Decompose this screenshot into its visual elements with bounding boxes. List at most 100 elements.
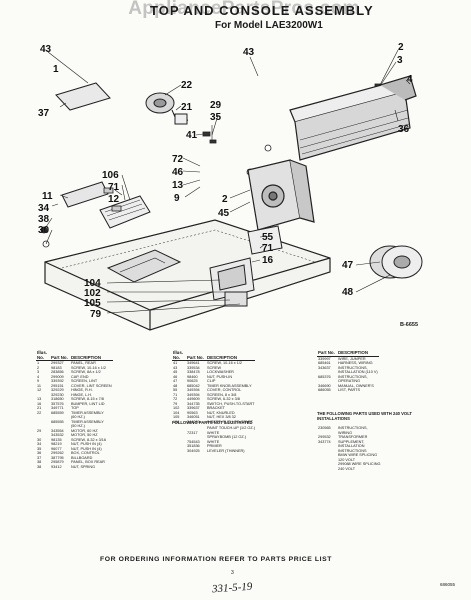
leader-lines (43, 49, 411, 314)
cell-description: PRIMER (207, 444, 222, 448)
cell-description: INSTRUCTIONS, (338, 374, 368, 379)
exploded-diagram: 43 1 37 22 21 43 41 29 35 2 3 4 36 72 46… (38, 42, 423, 331)
cell-description: WHITE (207, 430, 220, 435)
callout-36: 36 (398, 124, 410, 135)
cell-description: WIRING (338, 430, 353, 435)
cell-illus-no: 48 (173, 383, 178, 388)
cell-description: OPERATING (338, 379, 361, 383)
cell-part-no: 329230 (51, 392, 64, 397)
cell-illus-no: 79 (173, 401, 178, 406)
cell-illus-no: 105 (173, 415, 180, 419)
cell-part-no: 318650 (51, 397, 64, 401)
cell-illus-no: 37 (37, 455, 42, 460)
cell-description: SCREW, 8-32 x 3/16 (71, 437, 107, 442)
callout-13: 13 (172, 180, 184, 191)
top-panel (44, 219, 331, 331)
handwritten-note: 331-5-19 (211, 580, 253, 596)
cell-part-no: 357576 (51, 401, 64, 406)
cell-illus-no: 72 (173, 397, 178, 401)
table-row: WIRING (317, 431, 381, 436)
header-description: DESCRIPTION (337, 350, 379, 357)
cell-illus-no: 12 (37, 388, 42, 392)
cell-illus-no: 11 (37, 383, 41, 388)
cell-description: BMW WIRE SPLICING (338, 453, 378, 457)
callout-55: 55 (262, 232, 274, 243)
header-description: DESCRIPTION (70, 351, 113, 361)
cell-illus-no: 38 (37, 464, 42, 469)
cell-part-no: 299327 (51, 361, 64, 365)
table-row: 299088 WIRE SPLICING (317, 462, 381, 467)
cell-illus-no: 43 (173, 365, 178, 370)
cell-description: NUT, PUSH IN (4) (71, 442, 102, 446)
cell-part-no: 343637 (318, 365, 331, 370)
cell-description: SCREW, 8-15 x 7/8 (71, 397, 104, 401)
switch-bracket (209, 257, 255, 307)
cell-illus-no: 9 (37, 379, 40, 383)
callout-79: 79 (90, 309, 102, 320)
callout-29: 29 (210, 100, 222, 111)
cell-illus-no: 22 (37, 410, 42, 415)
cell-description: BRACKET (207, 406, 225, 410)
cell-description: 120 VOLT (338, 457, 356, 462)
cell-part-no: 230565 (318, 426, 331, 430)
cell-description: SCREW, 8A x 1/2 (71, 370, 101, 374)
cell-part-no: 295151 (51, 383, 64, 388)
header-description: DESCRIPTION (206, 351, 256, 361)
callout-43-left: 43 (40, 44, 52, 55)
cell-part-no: 349394 (187, 388, 200, 392)
cell-description: LIST, PARTS (338, 388, 361, 392)
cell-description: PANEL, BOX REAR (71, 460, 105, 464)
callout-1: 1 (53, 64, 59, 75)
ordering-footer: FOR ORDERING INFORMATION REFER TO PARTS … (100, 556, 333, 563)
timer (145, 92, 189, 125)
cell-part-no: 349394 (187, 392, 200, 397)
callout-46: 46 (172, 167, 184, 178)
cell-illus-no: 41 (173, 361, 178, 365)
cell-description: MOTOR, 60 HZ (71, 428, 98, 433)
table-row: BMW WIRE SPLICING (317, 453, 381, 458)
table-row: (60 HZ.) (36, 415, 113, 420)
cell-description: INSTRUCTIONS, (338, 365, 368, 370)
header-part: Part No. (317, 350, 337, 357)
cell-description: (60 HZ.) (71, 415, 85, 419)
cell-part-no: 96077 (51, 446, 62, 451)
table-row: 120 VOLT (317, 458, 381, 463)
cell-illus-no: 102 (173, 406, 180, 410)
callout-9: 9 (174, 193, 180, 204)
cell-part-no: 299532 (318, 435, 331, 439)
diagram-code: B-6655 (400, 322, 419, 328)
callout-22: 22 (181, 80, 193, 91)
control-cover (247, 225, 283, 255)
cell-description: SCREW, 6-32 x 3/8 (207, 397, 240, 401)
cell-description: MANUAL, OWNER'S (338, 383, 374, 388)
cell-part-no: 98460 (187, 374, 198, 379)
cell-illus-no: 29 (37, 428, 42, 433)
table-row: 351836 PRIMER (172, 444, 256, 449)
cell-part-no: 98219 (51, 442, 62, 446)
callout-71-right: 71 (262, 243, 274, 254)
cell-part-no: 351836 (187, 444, 200, 448)
cell-description: SCREW, 10-16 x 1/2 (71, 365, 107, 370)
cell-illus-no: 21 (37, 406, 42, 410)
